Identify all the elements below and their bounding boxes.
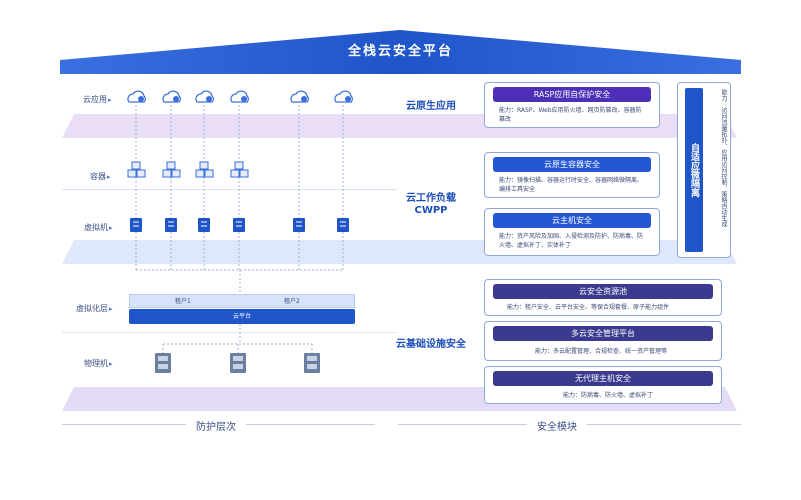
cloud-icon [162, 90, 181, 103]
tenant1-label: 租户1 [175, 298, 191, 305]
layer-label-cloud-app: 云应用▸ [83, 95, 112, 104]
cloud-platform-label: 云平台 [232, 313, 251, 320]
container-icon [230, 161, 249, 178]
cloud-platform-bar [129, 309, 355, 324]
layer-label-container: 容器▸ [90, 172, 111, 181]
module-resource-pool-text: 能力：租户安全、云平台安全、等保合规套餐、原子能力组件 [507, 304, 670, 311]
server-icon [337, 218, 349, 232]
cloud-icon [195, 90, 214, 103]
section-cwpp-line1: 云工作负载 [406, 193, 456, 204]
module-multicloud-text: 能力：多云配置管理、合规检查、统一资产管理等 [535, 348, 668, 355]
module-agentless: 无代理主机安全 能力：防病毒、防火墙、虚拟补丁 [484, 366, 722, 404]
cloud-icon [290, 90, 309, 103]
vm-icons [130, 218, 349, 232]
module-multicloud: 多云安全管理平台 能力：多云配置管理、合规检查、统一资产管理等 [484, 321, 722, 361]
module-container-security-title: 云原生容器安全 [493, 157, 651, 172]
layer-label-physical: 物理机▸ [84, 359, 113, 368]
container-icon [195, 161, 214, 178]
physical-icons [155, 353, 320, 373]
floor-line-container [62, 189, 397, 190]
module-container-security-text: 能力：镜像扫描、容器运行时安全、容器网络微隔离、编排工具安全 [499, 177, 644, 193]
server-icon [198, 218, 210, 232]
container-icon [127, 161, 146, 178]
platform-title: 全栈云安全平台 [347, 44, 453, 59]
footer-protection-layers: 防护层次 [186, 418, 246, 433]
physical-server-icon [155, 353, 171, 373]
physical-server-icon [230, 353, 246, 373]
adaptive-text: 能力：访问流量拓扑、应用访问控制、策略自动生成 [720, 89, 727, 227]
server-icon [165, 218, 177, 232]
module-rasp-text: 能力：RASP、Web应用防火墙、网页防篡改、容器防篡改 [499, 107, 642, 123]
cloud-icon [230, 90, 249, 103]
server-icon [293, 218, 305, 232]
module-rasp-title: RASP应用自保护安全 [493, 87, 651, 102]
module-host-security-title: 云主机安全 [493, 213, 651, 228]
module-container-security: 云原生容器安全 能力：镜像扫描、容器运行时安全、容器网络微隔离、编排工具安全 [484, 152, 660, 198]
module-host-security-text: 能力：资产风险及加固、入侵检测及防护、防病毒、防火墙、虚拟补丁、实体补丁 [499, 233, 644, 249]
cloud-icon [334, 90, 353, 103]
module-agentless-title: 无代理主机安全 [493, 371, 713, 386]
section-cwpp: 云工作负载 CWPP [386, 193, 476, 217]
module-adaptive-segmentation: 自适应微隔离 能力：访问流量拓扑、应用访问控制、策略自动生成 [677, 82, 731, 258]
adaptive-title: 自适应微隔离 [685, 88, 703, 252]
platform-roof [60, 30, 741, 74]
layer-label-vm: 虚拟机▸ [84, 223, 113, 232]
module-resource-pool: 云安全资源池 能力：租户安全、云平台安全、等保合规套餐、原子能力组件 [484, 279, 722, 316]
tenant-bar [129, 294, 355, 308]
cloud-icon [127, 90, 146, 103]
physical-server-icon [304, 353, 320, 373]
server-icon [130, 218, 142, 232]
module-multicloud-title: 多云安全管理平台 [493, 326, 713, 341]
tenant2-label: 租户2 [284, 298, 300, 305]
module-agentless-text: 能力：防病毒、防火墙、虚拟补丁 [563, 392, 654, 399]
container-icon [162, 161, 181, 178]
server-icon [233, 218, 245, 232]
section-cloud-native-app: 云原生应用 [406, 101, 456, 112]
section-cwpp-line2: CWPP [414, 205, 448, 216]
module-host-security: 云主机安全 能力：资产风险及加固、入侵检测及防护、防病毒、防火墙、虚拟补丁、实体… [484, 208, 660, 256]
footer-security-modules: 安全模块 [527, 418, 587, 433]
section-infra: 云基础设施安全 [396, 339, 466, 350]
module-rasp: RASP应用自保护安全 能力：RASP、Web应用防火墙、网页防篡改、容器防篡改 [484, 82, 660, 128]
module-resource-pool-title: 云安全资源池 [493, 284, 713, 299]
cloud-app-icons [127, 90, 353, 103]
floor-line-virtualization [62, 332, 397, 333]
container-icons [127, 161, 249, 178]
layer-label-virtualization: 虚拟化层▸ [76, 304, 113, 313]
